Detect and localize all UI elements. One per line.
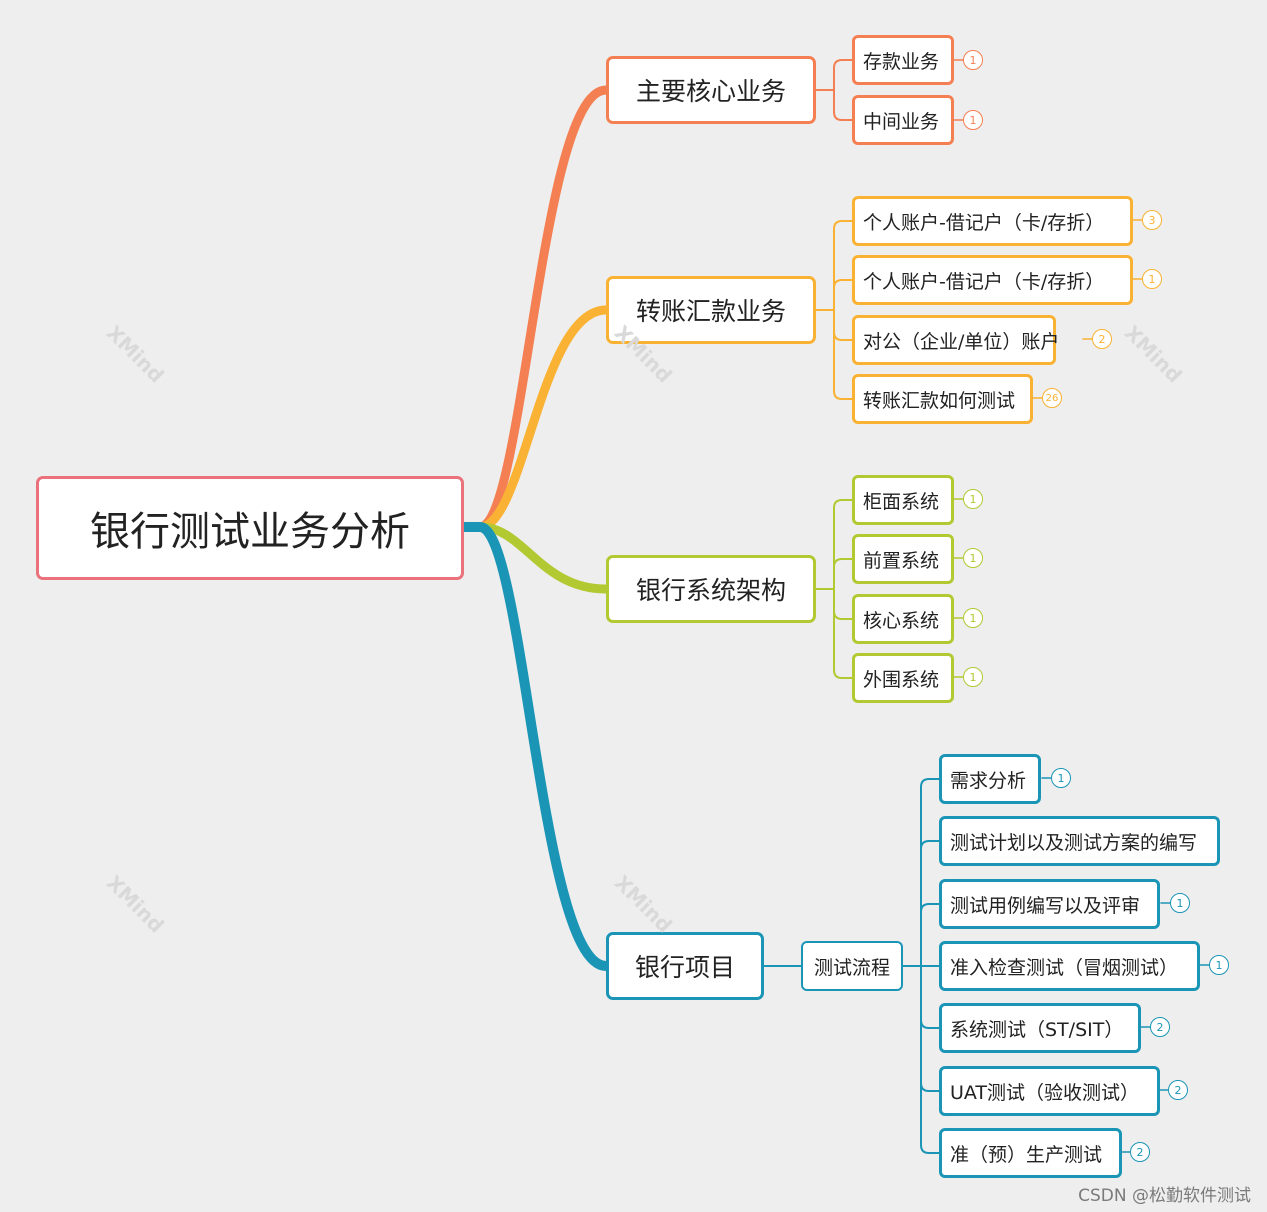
leaf-pre-production-test[interactable]: 准（预）生产测试 [939, 1128, 1122, 1178]
leaf-intermediate[interactable]: 中间业务 [852, 95, 954, 145]
leaf-connector [833, 558, 853, 568]
count-badge[interactable]: 1 [963, 50, 983, 70]
leaf-test-plan[interactable]: 测试计划以及测试方案的编写 [939, 816, 1220, 866]
count-badge[interactable]: 1 [963, 489, 983, 509]
credit-text: CSDN @松勤软件测试 [1078, 1186, 1251, 1206]
leaf-smoke-test[interactable]: 准入检查测试（冒烟测试） [939, 941, 1200, 991]
count-badge[interactable]: 1 [963, 548, 983, 568]
leaf-test-case-review[interactable]: 测试用例编写以及评审 [939, 879, 1160, 929]
count-badge[interactable]: 2 [1168, 1080, 1188, 1100]
leaf-peripheral-system[interactable]: 外围系统 [852, 653, 954, 703]
leaf-requirement-analysis[interactable]: 需求分析 [939, 754, 1041, 804]
leaf-connector [920, 1082, 940, 1092]
count-badge[interactable]: 26 [1042, 388, 1062, 408]
leaf-corporate-account[interactable]: 对公（企业/单位）账户 [852, 315, 1059, 365]
leaf-front-system[interactable]: 前置系统 [852, 534, 954, 584]
leaf-system-test[interactable]: 系统测试（ST/SIT） [939, 1003, 1141, 1053]
leaf-connector [833, 59, 853, 69]
branch-connector [459, 85, 611, 532]
branch-connector [459, 305, 611, 532]
leaf-counter-system[interactable]: 柜面系统 [852, 475, 954, 525]
leaf-connector [833, 390, 853, 400]
count-badge[interactable]: 1 [963, 608, 983, 628]
leaf-connector [833, 220, 853, 230]
count-badge[interactable]: 1 [963, 110, 983, 130]
root-topic[interactable]: 银行测试业务分析 [36, 476, 464, 580]
count-badge[interactable]: 2 [1130, 1142, 1150, 1162]
count-badge[interactable]: 2 [1092, 329, 1112, 349]
leaf-how-to-test-transfer[interactable]: 转账汇款如何测试 [852, 374, 1033, 424]
leaf-connector [920, 1144, 940, 1154]
leaf-connector [833, 610, 853, 620]
subtopic-test-process[interactable]: 测试流程 [801, 941, 903, 991]
count-badge[interactable]: 1 [1051, 768, 1071, 788]
count-badge[interactable]: 1 [1209, 955, 1229, 975]
count-badge[interactable]: 1 [1170, 893, 1190, 913]
branch-core-business[interactable]: 主要核心业务 [606, 56, 816, 124]
leaf-connector [833, 279, 853, 289]
branch-bank-project[interactable]: 银行项目 [606, 932, 764, 1000]
leaf-core-system[interactable]: 核心系统 [852, 594, 954, 644]
watermark: XMind [1119, 320, 1187, 388]
leaf-connector [920, 778, 940, 788]
watermark: XMind [101, 870, 169, 938]
branch-bank-architecture[interactable]: 银行系统架构 [606, 555, 816, 623]
branch-transfer-business[interactable]: 转账汇款业务 [606, 276, 816, 344]
leaf-personal-debit-2[interactable]: 个人账户-借记户（卡/存折） [852, 255, 1133, 305]
leaf-uat-test[interactable]: UAT测试（验收测试） [939, 1066, 1160, 1116]
leaf-connector [920, 840, 940, 850]
leaf-connector [920, 903, 940, 913]
watermark: XMind [609, 870, 677, 938]
leaf-connector [833, 669, 853, 679]
leaf-connector [833, 499, 853, 509]
watermark: XMind [101, 320, 169, 388]
count-badge[interactable]: 2 [1150, 1017, 1170, 1037]
leaf-connector [833, 331, 853, 341]
count-badge[interactable]: 3 [1142, 210, 1162, 230]
count-badge[interactable]: 1 [963, 667, 983, 687]
leaf-connector [920, 1019, 940, 1029]
leaf-connector [833, 111, 853, 121]
count-badge[interactable]: 1 [1142, 269, 1162, 289]
leaf-deposit[interactable]: 存款业务 [852, 35, 954, 85]
branch-connector [459, 522, 611, 971]
leaf-personal-debit-1[interactable]: 个人账户-借记户（卡/存折） [852, 196, 1133, 246]
